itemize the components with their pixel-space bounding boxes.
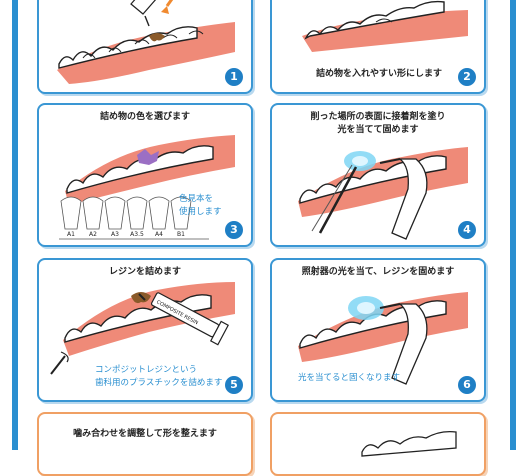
step-4-badge: 4 (458, 221, 476, 239)
step-2-badge: 2 (458, 68, 476, 86)
step-6-caption: 照射器の光を当て、レジンを固めます (301, 267, 455, 277)
step-6-illustration (298, 292, 468, 385)
shade-label-a2: A2 (89, 231, 97, 238)
step-6-badge: 6 (458, 376, 476, 394)
step-5-note: コンポジットレジンという 歯科用のプラスチックを詰めます (95, 365, 223, 388)
step-5-badge: 5 (225, 376, 243, 394)
step-1-card: 1 (37, 0, 253, 94)
shade-label-a1: A1 (67, 231, 75, 238)
shade-label-a35: A3.5 (130, 231, 144, 238)
step-6-note: 光を当てると固くなります (298, 373, 401, 383)
step-1-badge: 1 (225, 68, 243, 86)
step-5-caption: レジンを詰めます (108, 267, 181, 277)
step-4-card: 削った場所の表面に接着剤を塗り 光を当てて固めます 4 (270, 103, 486, 247)
step-3-badge: 3 (225, 221, 243, 239)
step-7-caption: 噛み合わせを調整して形を整えます (73, 429, 217, 439)
left-frame-bar (12, 0, 18, 450)
step-5-illustration: COMPOSITE RESIN (50, 282, 235, 375)
step-5-card: COMPOSITE RESIN レジンを詰めます コンポジットレジンという 歯科… (37, 258, 253, 402)
shade-label-a4: A4 (155, 231, 163, 238)
step-3-note: 色見本を 使用します (179, 194, 222, 217)
step-1-illustration (57, 0, 235, 84)
step-2-illustration (302, 0, 468, 52)
step-8-card (270, 412, 486, 476)
shade-label-b1: B1 (177, 231, 185, 238)
step-7-card: 噛み合わせを調整して形を整えます (37, 412, 253, 476)
right-frame-bar (510, 0, 516, 450)
step-4-illustration (298, 147, 468, 240)
step-6-card: 照射器の光を当て、レジンを固めます 光を当てると固くなります 6 (270, 258, 486, 402)
shade-label-a3: A3 (111, 231, 119, 238)
step-3-card: A1 A2 A3 A3.5 A4 B1 詰め物の色を選びます 色見本を 使用しま… (37, 103, 253, 247)
step-8-illustration (361, 430, 457, 457)
step-2-card: 詰め物を入れやすい形にします 2 (270, 0, 486, 94)
step-2-caption: 詰め物を入れやすい形にします (316, 69, 443, 79)
step-3-illustration: A1 A2 A3 A3.5 A4 B1 (59, 135, 235, 240)
step-3-caption: 詰め物の色を選びます (99, 112, 190, 122)
step-4-caption: 削った場所の表面に接着剤を塗り 光を当てて固めます (310, 112, 446, 135)
